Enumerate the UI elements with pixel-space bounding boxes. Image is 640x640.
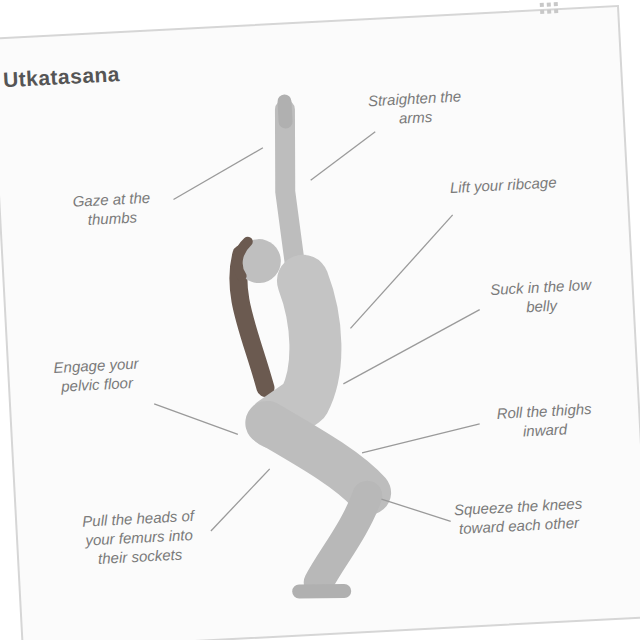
callout-text: Pull the heads of your femurs into their…	[68, 506, 211, 569]
pose-title: Utkatasana	[2, 62, 120, 92]
yogi-figure	[229, 98, 375, 596]
callout-text: Gaze at the thumbs	[55, 188, 169, 231]
callout-text: Roll the thighs inward	[483, 399, 607, 443]
leader-lines	[141, 127, 491, 537]
callout-text: Engage your pelvic floor	[42, 354, 152, 397]
logo-dots	[539, 0, 558, 14]
callout-text: Lift your ribcage	[448, 173, 559, 197]
callout-text: Squeeze the knees toward each other	[452, 494, 586, 538]
callout-text: Suck in the low belly	[480, 275, 602, 319]
callout-text: Straighten the arms	[360, 87, 470, 130]
card-background	[0, 6, 640, 640]
